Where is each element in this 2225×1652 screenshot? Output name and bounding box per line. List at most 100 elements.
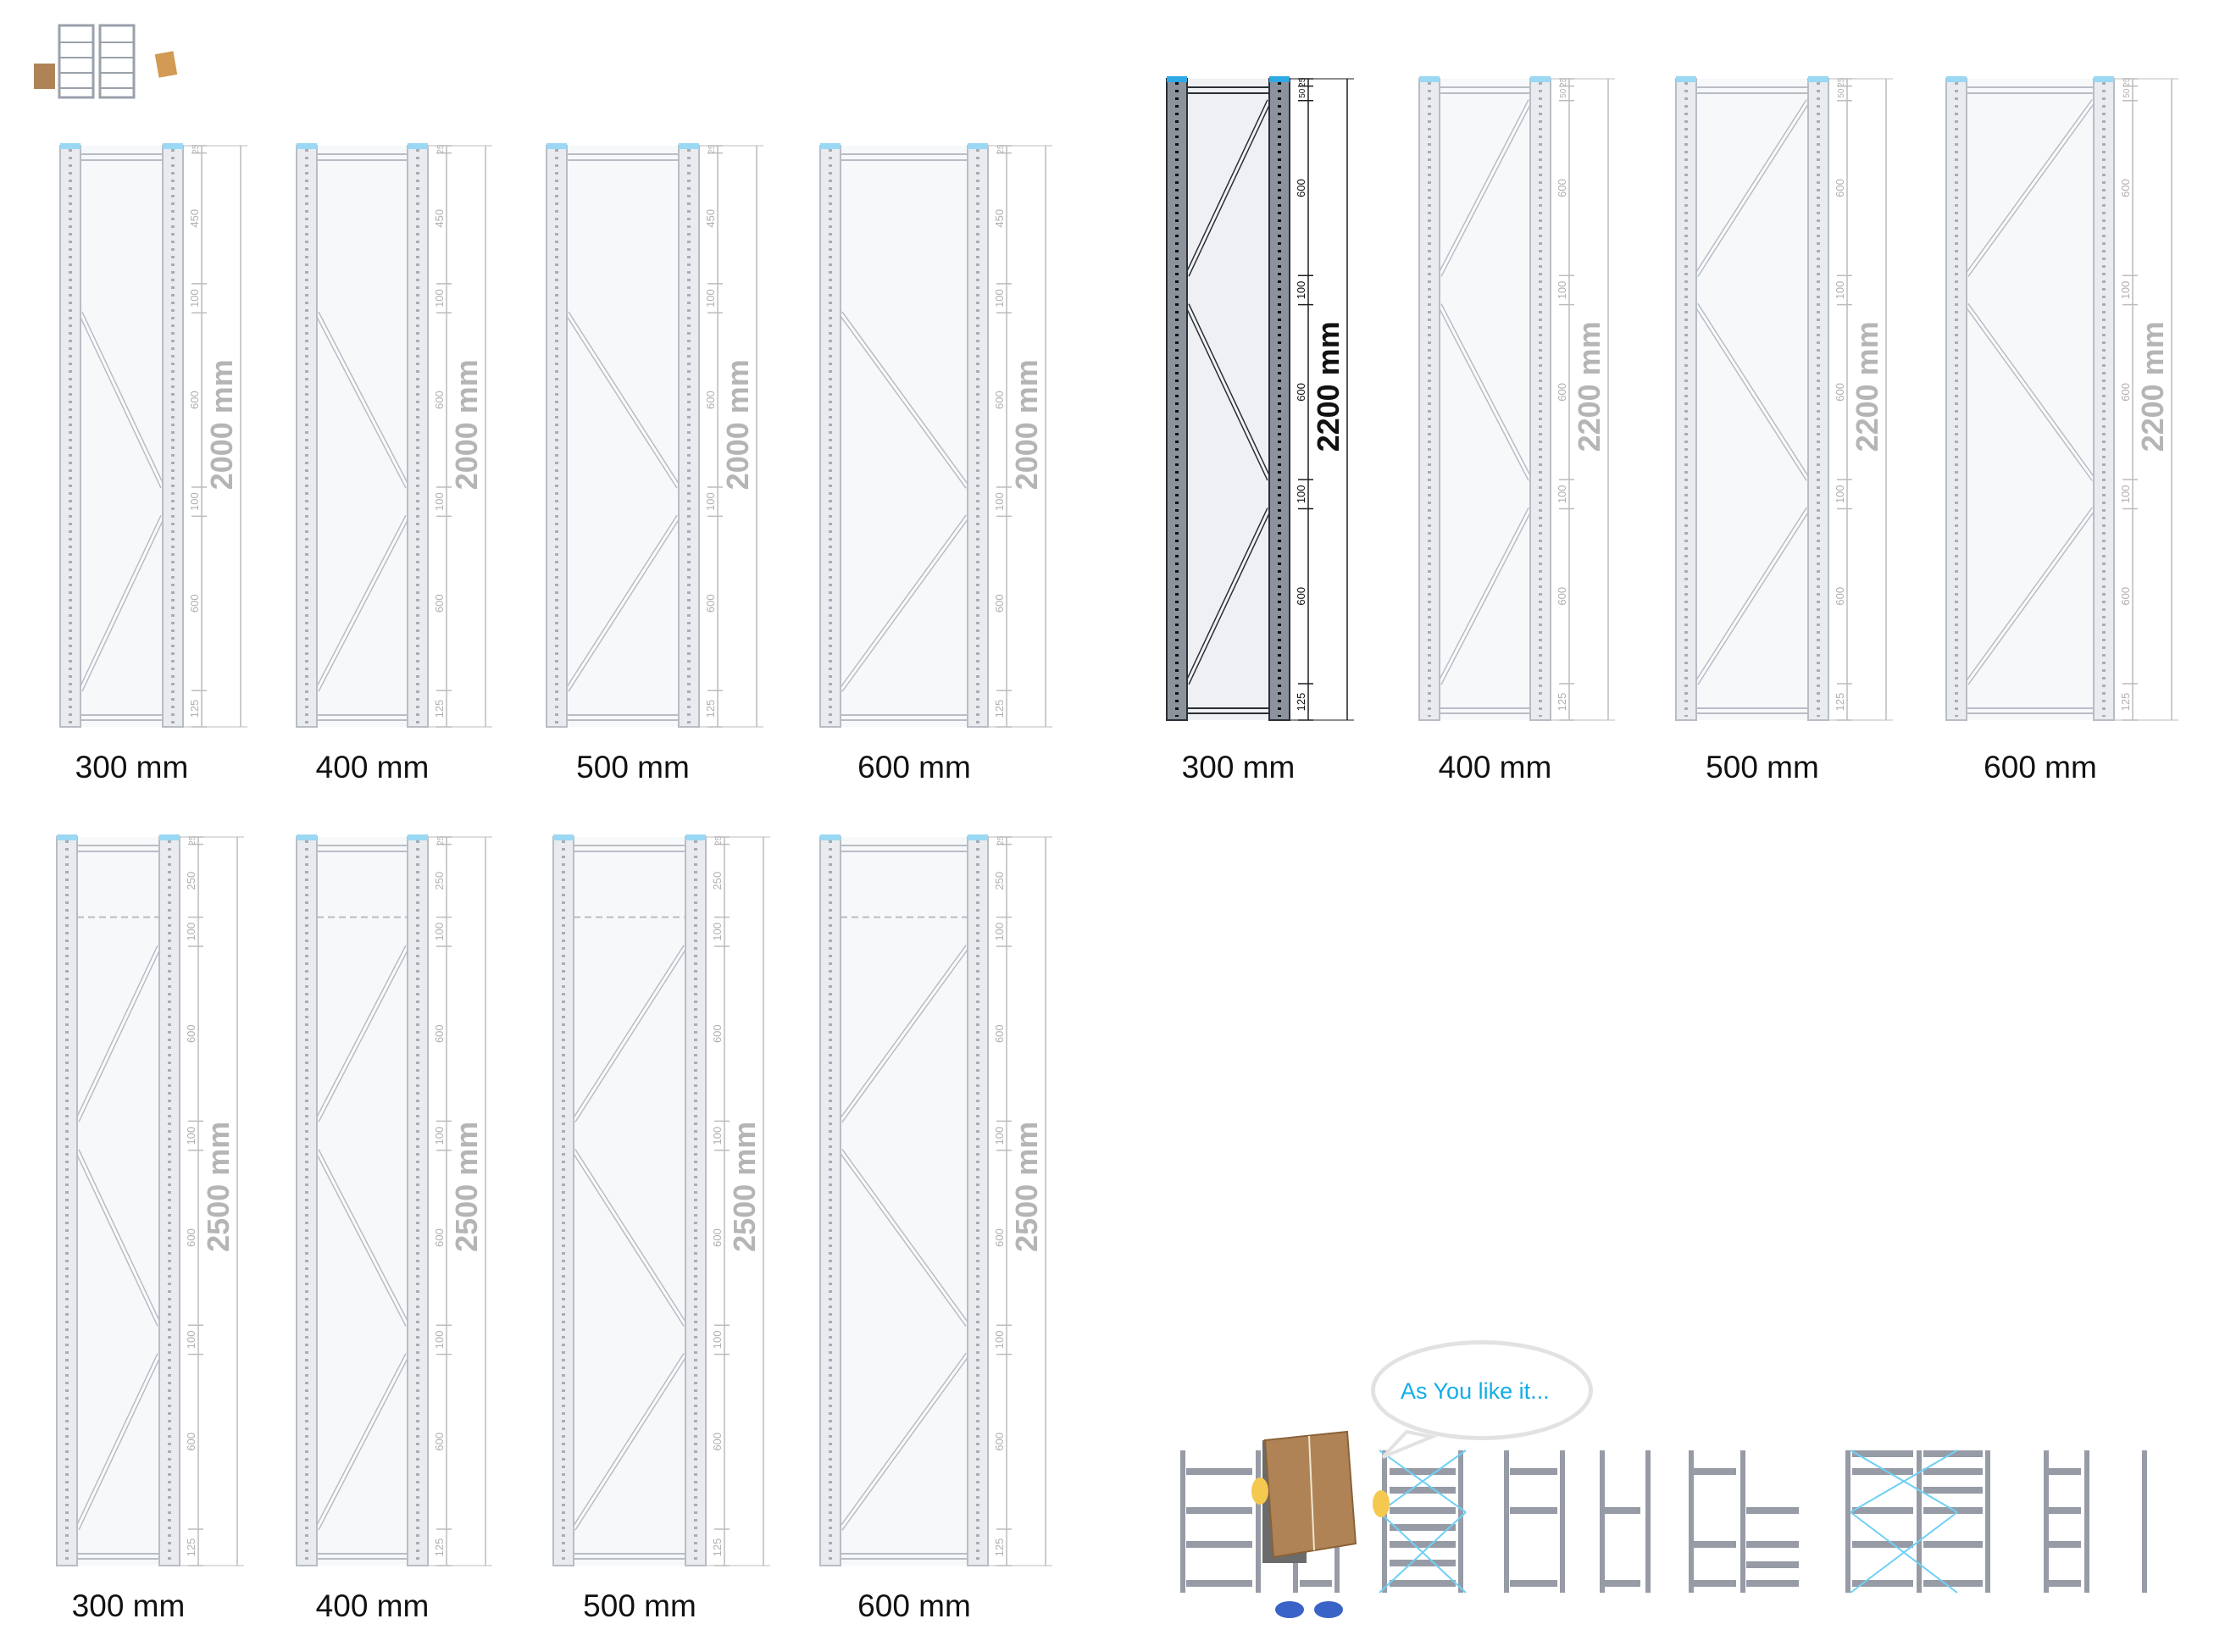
segment-dimension: 100: [704, 492, 717, 511]
shelf-beam: [1746, 1561, 1799, 1568]
segment-dimension: 600: [711, 1024, 724, 1043]
shelf-beam: [1746, 1580, 1799, 1587]
segment-dimension: 125: [993, 700, 1006, 718]
height-label: 2000 mm: [204, 359, 239, 490]
segment-dimension: 450: [993, 209, 1006, 228]
segment-dimension: 100: [993, 492, 1006, 511]
shelf-beam: [2049, 1580, 2081, 1587]
segment-dimension: 600: [711, 1433, 724, 1451]
segment-dimension: 600: [433, 1024, 446, 1043]
upright-cap: [1676, 76, 1696, 82]
shelf-beam: [1390, 1507, 1456, 1514]
segment-dimension: 100: [711, 1127, 724, 1145]
segment-dimension: 600: [993, 1228, 1006, 1247]
upright-cap: [60, 143, 80, 149]
upright: [2093, 78, 2115, 721]
upright-cap: [820, 834, 841, 840]
diagonal-brace-inner: [1965, 99, 2095, 277]
segment-dimension: 25: [707, 144, 717, 154]
upright: [59, 145, 81, 728]
segment-dimension: 100: [704, 289, 717, 308]
frame-panel: [574, 837, 685, 1566]
shelf-beam: [1923, 1541, 1983, 1548]
cross-brace: [1850, 1511, 1958, 1594]
segment-dimension: 250: [185, 872, 197, 890]
upright-cap: [1808, 76, 1828, 82]
segment-dimension: 600: [993, 594, 1006, 613]
segment-dimension: 100: [433, 289, 446, 308]
upright: [1268, 78, 1290, 721]
shelf-beam: [1923, 1580, 1983, 1587]
segment-dimension: 450: [704, 209, 717, 228]
diagonal-brace-inner: [1438, 507, 1532, 685]
diagonal-brace-inner: [572, 945, 687, 1123]
shelf-upright: [1600, 1450, 1605, 1593]
upright: [819, 145, 841, 728]
upright: [967, 145, 989, 728]
segment-dimension: 100: [185, 1127, 197, 1145]
segment-dimension: 100: [188, 492, 201, 511]
shelf-beam: [1852, 1507, 1913, 1514]
segment-dimension: 250: [993, 872, 1006, 890]
diagonal-brace-inner: [315, 312, 409, 488]
upright-cap: [679, 143, 699, 149]
logo-package: [34, 64, 55, 89]
segment-dimension: 50: [2122, 88, 2132, 98]
segment-dimension: 600: [433, 1228, 446, 1247]
segment-dimension: 25: [1837, 77, 1846, 87]
segment-dimension: 50: [1837, 88, 1846, 98]
upright-cap: [685, 834, 706, 840]
diagonal-brace-inner: [839, 515, 969, 692]
segment-dimension: 100: [993, 1127, 1006, 1145]
segment-dimension: 600: [433, 1433, 446, 1451]
frame-panel: [80, 146, 163, 727]
thumbs-up-hand: [1251, 1477, 1268, 1505]
segment-dimension: 600: [2119, 179, 2132, 197]
segment-dimension: 600: [711, 1228, 724, 1247]
segment-dimension: 600: [185, 1228, 197, 1247]
frame-panel: [77, 837, 159, 1566]
frame-panel: [317, 146, 408, 727]
shelf-beam: [1510, 1507, 1557, 1514]
diagonal-brace-inner: [1695, 303, 1810, 480]
segment-dimension: 100: [993, 1331, 1006, 1350]
shelf-beam: [2049, 1541, 2081, 1548]
frame-panel: [841, 146, 968, 727]
height-label: 2500 mm: [727, 1122, 762, 1252]
shelf-beam: [1691, 1468, 1736, 1475]
upright-cap: [820, 143, 841, 149]
segment-dimension: 600: [185, 1433, 197, 1451]
width-label: 500 mm: [583, 1588, 696, 1623]
segment-dimension: 25: [2122, 77, 2132, 87]
segment-dimension: 25: [996, 144, 1006, 154]
shelf-upright: [1985, 1450, 1990, 1593]
diagonal-brace-inner: [839, 945, 969, 1123]
frame-panel: [841, 837, 968, 1566]
upright-cap: [297, 834, 317, 840]
shelf-beam: [2049, 1507, 2081, 1514]
shelf-upright: [2044, 1450, 2049, 1593]
upright-cap: [547, 143, 567, 149]
segment-dimension: 450: [188, 209, 201, 228]
upright-cap: [163, 143, 183, 149]
speech-bubble-text: As You like it...: [1401, 1378, 1550, 1404]
left-shoe: [1275, 1601, 1304, 1618]
height-label: 2500 mm: [449, 1122, 484, 1252]
cross-brace: [1379, 1450, 1467, 1513]
segment-dimension: 100: [188, 289, 201, 308]
width-label: 600 mm: [857, 1588, 971, 1623]
segment-dimension: 100: [1834, 281, 1846, 300]
segment-dimension: 125: [711, 1538, 724, 1557]
segment-dimension: 600: [2119, 587, 2132, 606]
upright: [1807, 78, 1829, 721]
upright-cap: [1530, 76, 1551, 82]
shelf-upright: [2142, 1450, 2147, 1593]
